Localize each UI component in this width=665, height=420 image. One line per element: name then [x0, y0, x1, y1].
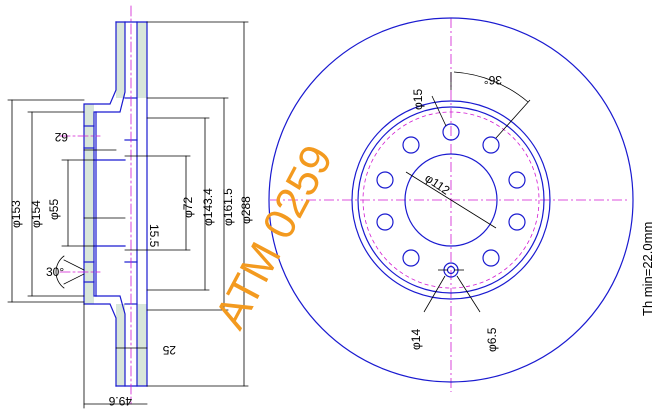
face-outline	[268, 17, 634, 383]
dim-d154: φ154	[29, 200, 43, 228]
dim-d161-5: φ161.5	[221, 188, 235, 226]
dim-d153: φ153	[9, 200, 23, 228]
dim-hole-15: φ15	[411, 89, 425, 110]
section-dimension-lines	[7, 21, 249, 409]
dim-width-62: 62	[54, 130, 68, 144]
dim-d72: φ72	[181, 197, 195, 218]
dim-d288: φ288	[239, 196, 253, 224]
dim-hole-6-5: φ6.5	[485, 327, 499, 352]
section-outline	[83, 21, 148, 387]
dim-d143-4: φ143.4	[201, 188, 215, 226]
thickness-note: Th min=22.0mm	[640, 222, 655, 316]
dim-pcd-112: φ112	[422, 171, 452, 198]
face-dimension-lines	[405, 71, 531, 313]
section-view: φ153 φ154 φ55 φ72 φ143.4 φ161.5 φ288 62 …	[7, 5, 253, 409]
dim-width-25: 25	[162, 343, 176, 357]
dim-angle-30: 30°	[46, 265, 64, 279]
dim-hole-14: φ14	[409, 329, 423, 350]
watermark-text: ATM 0259	[206, 137, 343, 336]
dim-d55: φ55	[47, 199, 61, 220]
section-hatching	[84, 22, 147, 386]
face-centerlines	[270, 18, 630, 392]
section-centerlines	[59, 5, 132, 405]
dim-width-49-6: 49.6	[108, 394, 132, 408]
dim-width-15-5: 15.5	[147, 224, 161, 248]
face-view: φ15 36° φ112 φ14 φ6.5	[268, 17, 634, 392]
dim-angle-36: 36°	[484, 73, 502, 87]
